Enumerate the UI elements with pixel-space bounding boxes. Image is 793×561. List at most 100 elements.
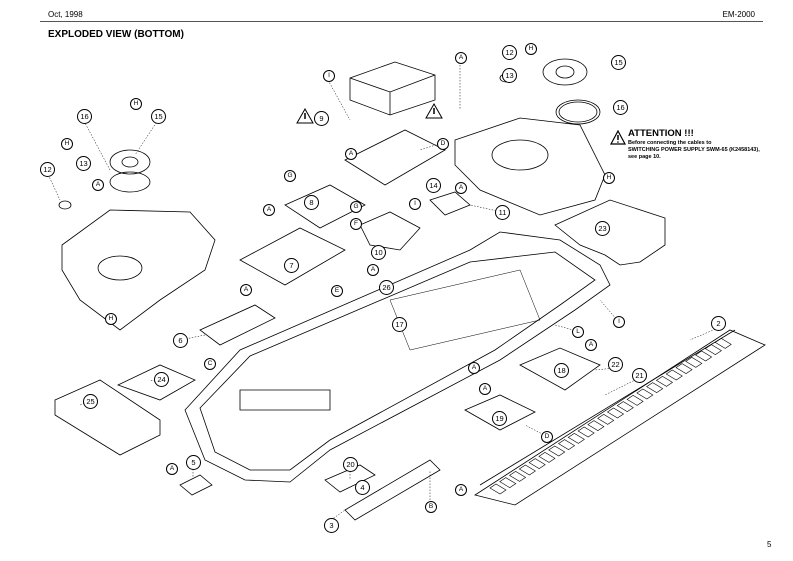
callout-i: I xyxy=(613,316,625,328)
callout-a: A xyxy=(455,484,467,496)
callout-4: 4 xyxy=(355,480,370,495)
callout-13: 13 xyxy=(76,156,91,171)
callout-a: A xyxy=(455,182,467,194)
callout-11: 11 xyxy=(495,205,510,220)
key-slot xyxy=(597,413,615,425)
header-model: EM-2000 xyxy=(722,10,755,19)
callout-17: 17 xyxy=(392,317,407,332)
key-slot xyxy=(518,464,536,476)
callout-13: 13 xyxy=(502,68,517,83)
key-slot xyxy=(655,375,674,387)
callout-i: I xyxy=(409,198,421,210)
callout-g: G xyxy=(284,170,296,182)
key-slot xyxy=(557,439,576,451)
callout-9: 9 xyxy=(314,111,329,126)
callout-h: H xyxy=(130,98,142,110)
callout-i: I xyxy=(323,70,335,82)
warning-triangle-icon xyxy=(425,103,443,119)
attention-line: SWITCHING POWER SUPPLY SWM-65 (K2458143)… xyxy=(628,147,760,153)
callout-a: A xyxy=(479,383,491,395)
page-number: 5 xyxy=(767,540,772,549)
key-slot xyxy=(704,344,722,356)
key-slot xyxy=(695,350,713,362)
key-slot xyxy=(567,432,585,444)
callout-a: A xyxy=(585,339,597,351)
key-slot xyxy=(509,470,527,482)
header-date: Oct, 1998 xyxy=(48,10,83,19)
key-slot xyxy=(528,458,546,470)
key-slot xyxy=(616,401,634,413)
callout-2: 2 xyxy=(711,316,726,331)
callout-f: F xyxy=(350,218,362,230)
page-title: EXPLODED VIEW (BOTTOM) xyxy=(48,29,184,40)
key-slot xyxy=(675,363,693,375)
callout-h: H xyxy=(525,43,537,55)
callout-c: C xyxy=(204,358,216,370)
callout-24: 24 xyxy=(154,372,169,387)
warning-triangle-icon xyxy=(296,108,314,124)
callout-16: 16 xyxy=(77,109,92,124)
key-slot xyxy=(626,394,644,406)
callout-b: B xyxy=(425,501,437,513)
keyboard-assembly xyxy=(474,329,766,506)
callout-a: A xyxy=(468,362,480,374)
callout-20: 20 xyxy=(343,457,358,472)
callout-d: D xyxy=(541,431,553,443)
callout-a: A xyxy=(345,148,357,160)
callout-5: 5 xyxy=(186,455,201,470)
key-slot xyxy=(685,356,703,368)
left-speaker-box xyxy=(58,149,216,331)
callout-h: H xyxy=(61,138,73,150)
callout-10: 10 xyxy=(371,245,386,260)
callout-e: E xyxy=(331,285,343,297)
attention-title: ATTENTION !!! xyxy=(628,128,694,139)
callout-3: 3 xyxy=(324,518,339,533)
callout-l: L xyxy=(572,326,584,338)
callout-6: 6 xyxy=(173,333,188,348)
callout-26: 26 xyxy=(379,280,394,295)
right-speaker-box xyxy=(454,58,606,216)
callout-h: H xyxy=(105,313,117,325)
callout-25: 25 xyxy=(83,394,98,409)
callout-a: A xyxy=(92,179,104,191)
callout-12: 12 xyxy=(502,45,517,60)
main-body-bottom-case xyxy=(184,231,611,483)
attention-line: Before connecting the cables to xyxy=(628,140,712,146)
key-slot xyxy=(646,382,664,394)
callout-a: A xyxy=(240,284,252,296)
header-rule xyxy=(40,21,763,22)
callout-8: 8 xyxy=(304,195,319,210)
callout-22: 22 xyxy=(608,357,623,372)
key-slot xyxy=(714,337,732,349)
callout-23: 23 xyxy=(595,221,610,236)
callout-a: A xyxy=(263,204,275,216)
callout-a: A xyxy=(166,463,178,475)
key-slot xyxy=(577,426,595,438)
key-slot xyxy=(538,451,556,463)
key-slot xyxy=(606,407,625,419)
callout-16: 16 xyxy=(613,100,628,115)
key-slot xyxy=(499,477,517,489)
key-slot xyxy=(636,388,654,400)
callout-h: H xyxy=(603,172,615,184)
callout-a: A xyxy=(455,52,467,64)
warning-triangle-icon xyxy=(610,130,626,145)
attention-line: see page 10. xyxy=(628,154,661,160)
callout-d: D xyxy=(437,138,449,150)
key-slot xyxy=(489,483,507,495)
callout-14: 14 xyxy=(426,178,441,193)
callout-7: 7 xyxy=(284,258,299,273)
callout-18: 18 xyxy=(554,363,569,378)
callout-15: 15 xyxy=(611,55,626,70)
callout-15: 15 xyxy=(151,109,166,124)
pcb-and-power-supply xyxy=(179,61,601,521)
callout-12: 12 xyxy=(40,162,55,177)
key-slot xyxy=(548,445,566,457)
key-slot xyxy=(587,420,605,432)
callout-19: 19 xyxy=(492,411,507,426)
key-slot xyxy=(665,369,683,381)
callout-21: 21 xyxy=(632,368,647,383)
callout-g: G xyxy=(350,201,362,213)
callout-a: A xyxy=(367,264,379,276)
